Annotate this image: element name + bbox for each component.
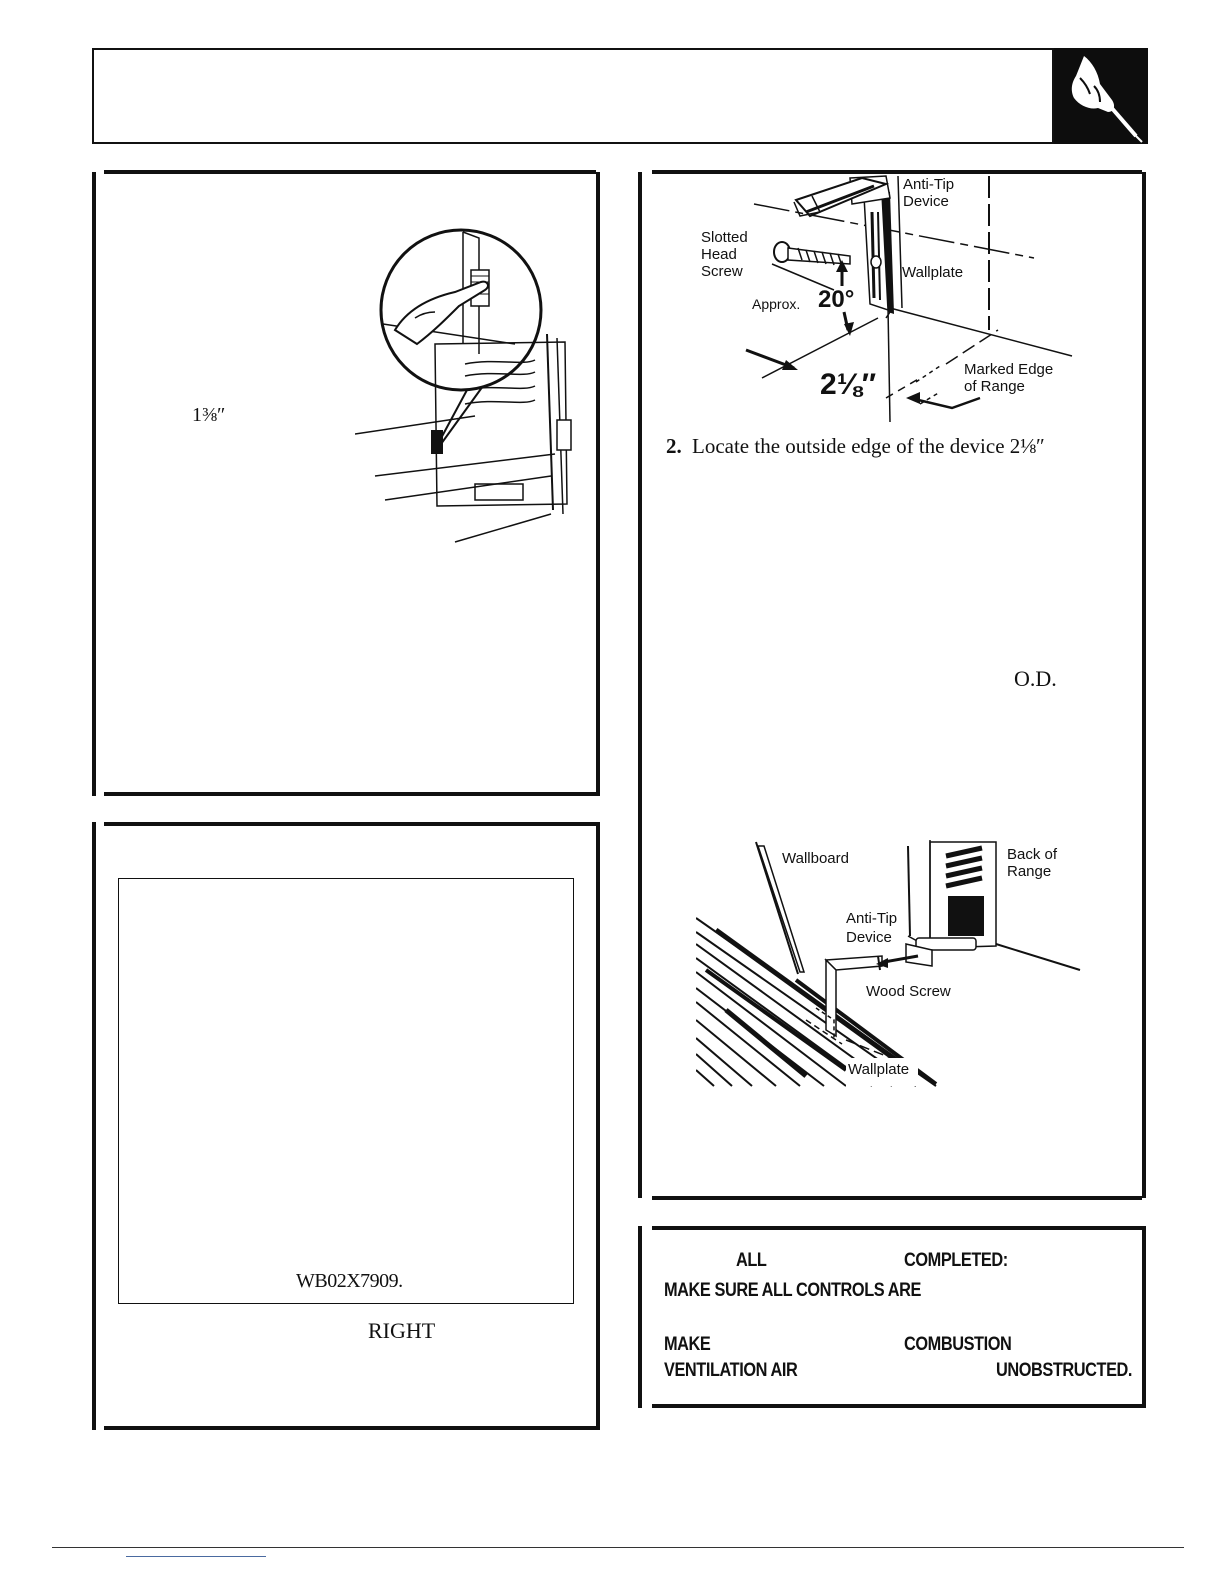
- part-number: WB02X7909.: [296, 1270, 403, 1292]
- panel2-left-border: [92, 822, 96, 1430]
- panel4-bottom-rule: [652, 1404, 1142, 1408]
- footer-rule: [52, 1547, 1184, 1548]
- hand-with-screwdriver-icon: [1071, 56, 1143, 143]
- panel3-top-rule: [652, 170, 1142, 174]
- label-dimension: 2⅛″: [820, 368, 877, 401]
- label-of-range: of Range: [964, 378, 1025, 395]
- panel4-left-border: [638, 1226, 642, 1408]
- label-back-of: Back of: [1007, 846, 1058, 863]
- panel2-bottom-rule: [104, 1426, 596, 1430]
- label-head: Head: [701, 246, 737, 263]
- panel-top-rule: [104, 170, 596, 174]
- label-anti-tip-2: Device: [903, 193, 949, 210]
- anti-tip-installed-diagram: [696, 840, 1081, 1088]
- final-combustion: COMBUSTION: [904, 1334, 1012, 1355]
- right-word: RIGHT: [368, 1318, 436, 1343]
- page-header-box: [92, 48, 1054, 144]
- label-wallboard: Wallboard: [782, 850, 849, 867]
- panel-bottom-rule: [104, 792, 596, 796]
- panel2-top-rule: [104, 822, 596, 826]
- panel3-right-border: [1142, 172, 1146, 1198]
- label-marked-edge: Marked Edge: [964, 361, 1054, 378]
- section-tab: [1054, 48, 1148, 144]
- note-box: [118, 878, 574, 1304]
- final-completed: COMPLETED:: [904, 1250, 1008, 1271]
- final-make: MAKE: [664, 1334, 711, 1355]
- label-anti-tip-b1: Anti-Tip: [846, 910, 898, 927]
- panel2-right-border: [596, 822, 600, 1430]
- anti-tip-wallplate-diagram: [745, 175, 1073, 423]
- final-unobstructed: UNOBSTRUCTED.: [996, 1360, 1133, 1381]
- footer-link-underline: [126, 1556, 266, 1557]
- panel4-right-border: [1142, 1226, 1146, 1408]
- step2-text: Locate the outside edge of the device 2⅛…: [692, 434, 1045, 458]
- leveling-leg-illustration: [355, 228, 572, 543]
- panel-left-border: [92, 172, 96, 796]
- panel4-top-rule: [652, 1226, 1142, 1230]
- label-wood-screw: Wood Screw: [866, 983, 951, 1000]
- panel3-bottom-rule: [652, 1196, 1142, 1200]
- label-anti-tip-1: Anti-Tip: [903, 176, 955, 193]
- step2-number: 2.: [666, 434, 682, 458]
- label-wallplate: Wallplate: [902, 264, 964, 281]
- panel-right-border: [596, 172, 600, 796]
- final-all: ALL: [736, 1250, 767, 1271]
- final-make-sure-controls: MAKE SURE ALL CONTROLS ARE: [664, 1280, 921, 1301]
- final-ventilation-air: VENTILATION AIR: [664, 1360, 798, 1381]
- label-range: Range: [1007, 863, 1052, 880]
- label-screw: Screw: [701, 263, 743, 280]
- panel3-left-border: [638, 172, 642, 1198]
- label-wallplate-b: Wallplate: [848, 1061, 910, 1078]
- label-anti-tip-b2: Device: [846, 929, 892, 946]
- label-approx: Approx.: [752, 296, 801, 312]
- label-slotted: Slotted: [701, 229, 748, 246]
- label-angle: 20°: [818, 286, 855, 313]
- od-text: O.D.: [1014, 666, 1057, 691]
- leg-measurement: 1⅜″: [192, 404, 226, 426]
